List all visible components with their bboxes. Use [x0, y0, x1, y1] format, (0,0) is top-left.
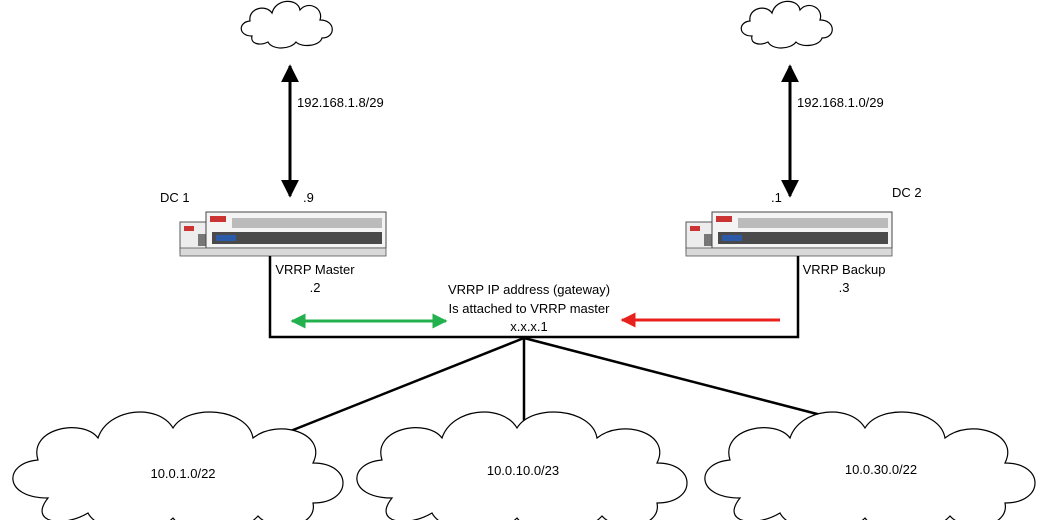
- vrrp-gateway-ip: x.x.x.1: [510, 319, 548, 334]
- internet-cloud-dc1: [240, 0, 333, 49]
- vrrp-info-line2: Is attached to VRRP master: [448, 301, 610, 316]
- internet-cloud-dc2: [740, 0, 833, 49]
- dc1-wan-subnet-label: 192.168.1.8/29: [297, 95, 384, 110]
- lan-link-left: [287, 336, 525, 434]
- lan-link-right: [523, 336, 849, 424]
- lan-segment-line: [268, 256, 800, 339]
- dc1-role-label: VRRP Master: [275, 262, 355, 277]
- lan-network-label-left: 10.0.1.0/22: [150, 466, 216, 481]
- vrrp-info-line1: VRRP IP address (gateway): [447, 282, 611, 297]
- dc2-wan-ip-label: .1: [771, 190, 782, 205]
- dc2-wan-subnet-label: 192.168.1.0/29: [797, 95, 884, 110]
- dc1-name-label: DC 1: [160, 190, 190, 205]
- dc2-role-label: VRRP Backup: [802, 262, 886, 277]
- dc2-firewall-device: [685, 211, 893, 257]
- dc1-lan-ip-label: .2: [309, 280, 321, 295]
- dc1-firewall-device: [179, 211, 387, 257]
- dc2-name-label: DC 2: [892, 185, 922, 200]
- dc1-wan-ip-label: .9: [303, 190, 314, 205]
- lan-network-label-right: 10.0.30.0/22: [844, 462, 918, 477]
- lan-network-label-center: 10.0.10.0/23: [486, 463, 560, 478]
- dc2-lan-ip-label: .3: [838, 280, 850, 295]
